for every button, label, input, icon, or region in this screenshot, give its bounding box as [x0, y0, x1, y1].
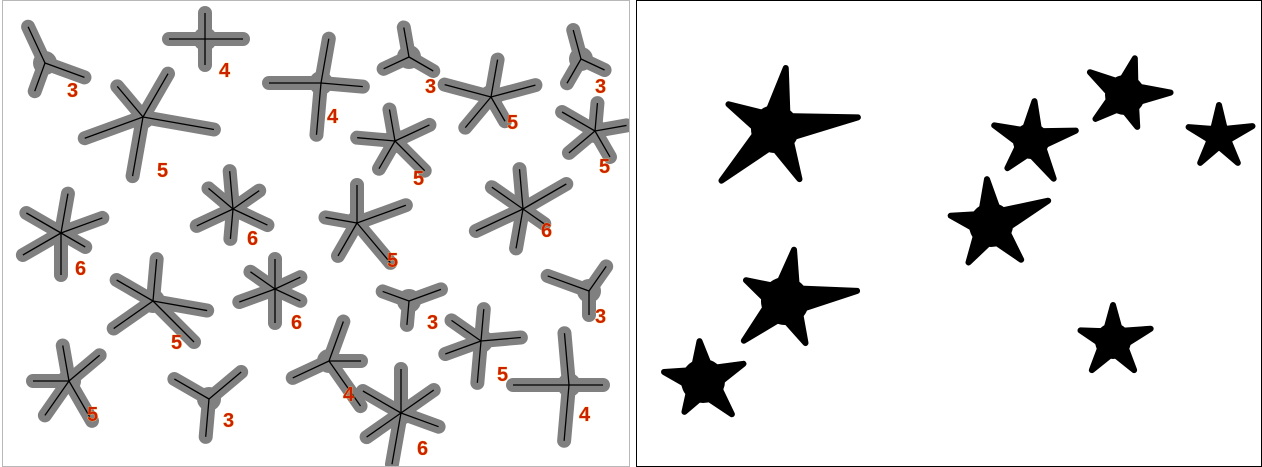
arm-count-label: 5 [157, 160, 168, 182]
labeled-shape: 4 [169, 13, 243, 82]
arm-count-label: 4 [343, 384, 355, 406]
starfish-silhouette [1189, 105, 1253, 163]
labeled-shape: 3 [548, 266, 607, 328]
arm-count-label: 6 [541, 220, 552, 242]
labeled-shape: 6 [476, 169, 566, 248]
labeled-shape: 3 [384, 27, 437, 98]
skeleton-branch [357, 223, 390, 263]
arm-count-label: 6 [75, 258, 86, 280]
starfish-silhouette [721, 68, 857, 181]
starfish-silhouette [994, 101, 1076, 179]
labeled-shape: 5 [85, 74, 214, 182]
arm-count-label: 6 [247, 228, 258, 250]
arm-count-label: 3 [67, 80, 78, 102]
arm-count-label: 5 [599, 156, 610, 178]
arm-count-label: 6 [417, 438, 428, 460]
arm-count-label: 4 [327, 106, 339, 128]
skeleton-canvas: 34433555566566533455364 [3, 1, 629, 466]
silhouette-panel [636, 0, 1262, 467]
labeled-shape: 5 [562, 103, 626, 178]
arm-count-label: 5 [413, 168, 424, 190]
labeled-shape: 5 [33, 346, 100, 426]
arm-count-label: 4 [219, 60, 231, 82]
labeled-shape: 5 [325, 185, 405, 272]
labeled-shape: 4 [269, 39, 363, 135]
arm-count-label: 3 [595, 306, 606, 328]
arm-count-label: 3 [425, 76, 436, 98]
starfish-silhouette [744, 250, 857, 343]
arm-count-label: 5 [507, 112, 518, 134]
shape-body [114, 259, 207, 342]
starfish-silhouette [1090, 58, 1171, 127]
labeled-shape: 6 [197, 171, 268, 250]
labeled-shape: 6 [363, 369, 439, 464]
silhouette-core [761, 277, 809, 325]
skeleton-branch [114, 301, 153, 329]
shape-body [384, 27, 434, 71]
shape-body [269, 39, 363, 135]
labeled-shape: 3 [383, 289, 441, 334]
labeled-shape: 6 [239, 259, 302, 334]
arm-count-label: 5 [87, 404, 98, 426]
shape-body [445, 60, 536, 128]
silhouette-core [1205, 123, 1233, 151]
labeled-shape: 5 [114, 259, 207, 354]
labeled-shape: 6 [23, 194, 102, 280]
arm-count-label: 5 [171, 332, 182, 354]
arm-count-label: 4 [579, 404, 591, 426]
labeled-shape: 5 [445, 60, 536, 134]
arm-count-label: 3 [427, 312, 438, 334]
shape-body [85, 74, 214, 176]
silhouette-canvas [637, 1, 1261, 466]
skeleton-branch [143, 74, 168, 117]
labeled-shape: 4 [513, 333, 603, 441]
arm-count-label: 3 [223, 410, 234, 432]
silhouette-core [1095, 323, 1131, 359]
arm-count-label: 6 [291, 312, 302, 334]
labeled-shape: 5 [445, 309, 521, 386]
skeleton-branch [395, 141, 425, 171]
silhouette-core [969, 203, 1013, 247]
labeled-shape: 3 [28, 27, 84, 102]
shape-body [357, 109, 429, 170]
starfish-silhouette [1080, 305, 1150, 370]
arm-count-label: 3 [595, 76, 606, 98]
skeleton-branch [523, 184, 566, 209]
labeled-shape: 4 [293, 322, 361, 407]
skeleton-branch [209, 372, 241, 399]
arm-count-label: 5 [387, 250, 398, 272]
silhouette-core [1105, 75, 1145, 115]
labeled-shape: 5 [357, 109, 429, 190]
starfish-silhouette [951, 179, 1049, 262]
silhouette-core [751, 105, 799, 153]
starfish-silhouette [664, 341, 743, 414]
labeled-shape: 3 [174, 372, 241, 437]
labeled-shape: 3 [567, 30, 606, 98]
silhouette-core [1013, 123, 1049, 159]
silhouette-core [681, 359, 725, 403]
